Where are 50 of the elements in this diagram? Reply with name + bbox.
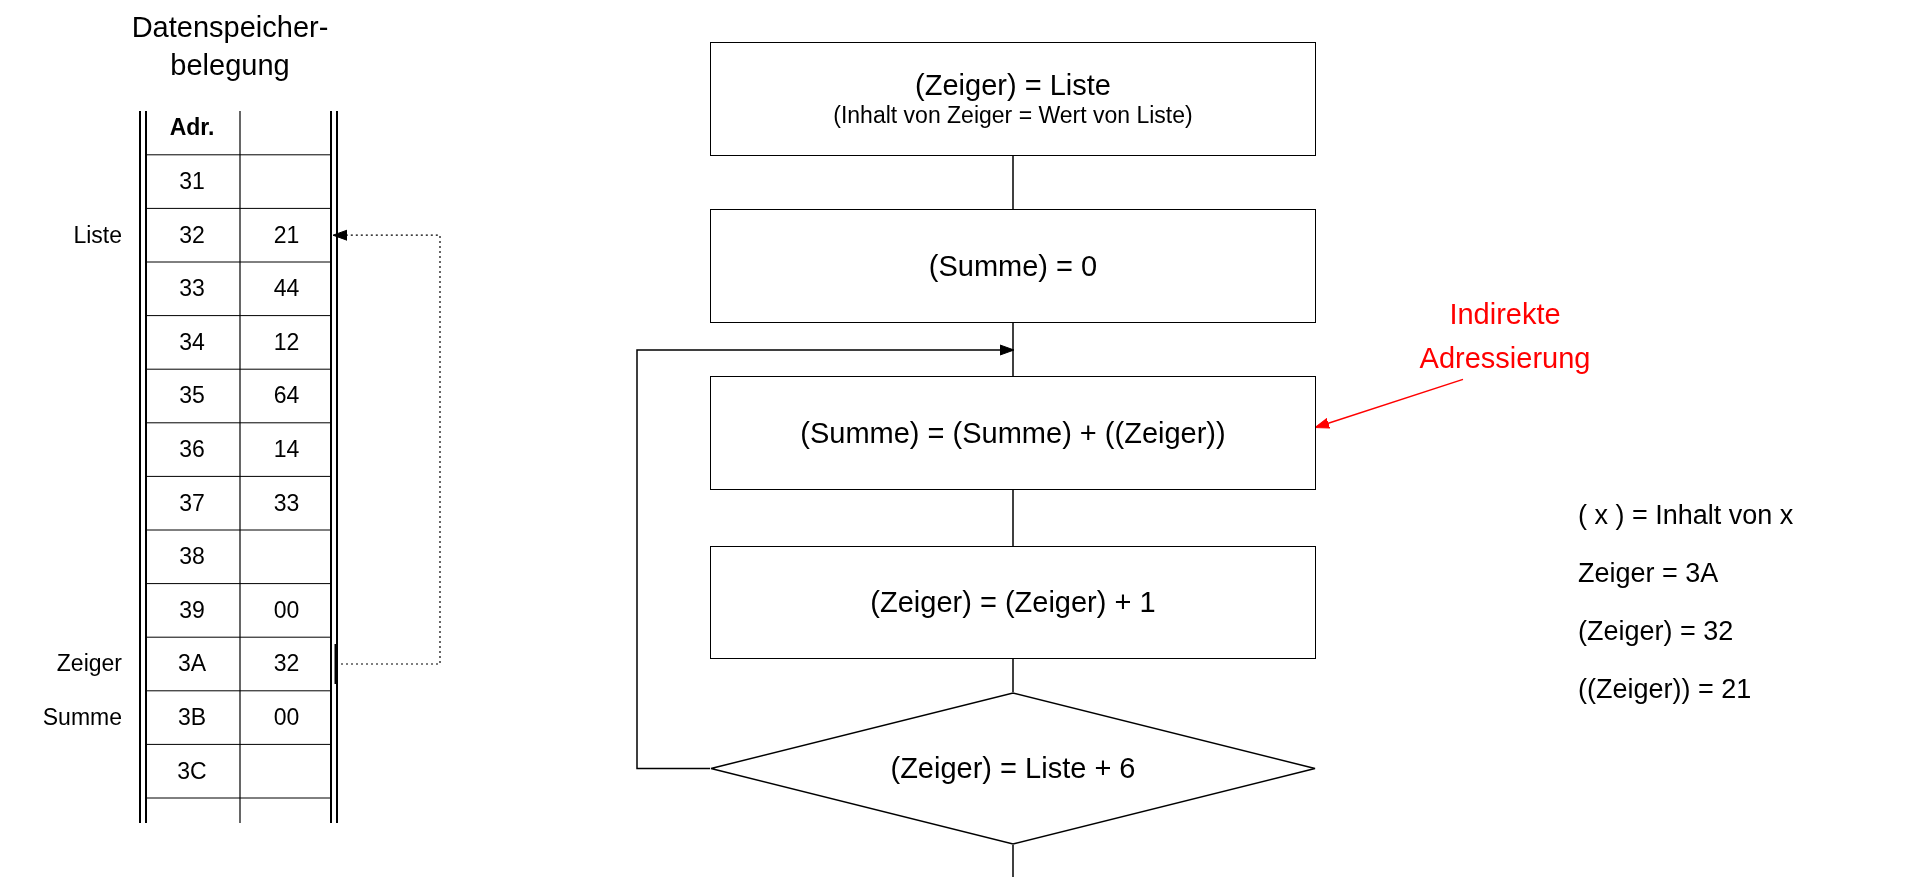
process-text: (Summe) = 0 <box>928 249 1098 283</box>
address-label: Summe <box>41 703 123 733</box>
connector-line <box>1012 489 1014 547</box>
table-title: Datenspeicher- belegung <box>130 10 330 83</box>
value-cell-text: 14 <box>272 435 301 465</box>
value-cell: 21 <box>240 208 333 262</box>
annotation-text: Indirekte Adressierung <box>1400 292 1610 384</box>
process-note: (Inhalt von Zeiger = Wert von Liste) <box>833 102 1193 129</box>
process-text: (Summe) = (Summe) + ((Zeiger)) <box>800 416 1226 450</box>
address-cell-text: 38 <box>178 542 206 572</box>
connector-line <box>1012 844 1014 877</box>
decision-diamond <box>710 692 1316 845</box>
connector-line <box>1012 322 1014 377</box>
value-cell-text: 12 <box>272 327 301 357</box>
arrow <box>636 344 1015 770</box>
connector-line <box>1012 155 1014 210</box>
address-cell-text: 32 <box>178 220 206 250</box>
value-cell-text: 00 <box>272 595 301 625</box>
leader-arrow <box>1314 378 1464 429</box>
value-cell-text: 00 <box>272 703 301 733</box>
process-text: (Zeiger) = (Zeiger) + 1 <box>870 586 1156 619</box>
address-cell-text: 34 <box>178 327 206 357</box>
process-box <box>710 209 1316 323</box>
process-box <box>710 376 1316 490</box>
arrow <box>332 229 441 686</box>
note-text: ((Zeiger)) = 21 <box>1578 674 1753 706</box>
connector-line <box>1012 658 1014 693</box>
value-cell-text: 44 <box>272 274 301 304</box>
address-cell-text: 3B <box>176 703 208 733</box>
note-text: ( x ) = Inhalt von x <box>1578 500 1795 532</box>
address-label: Zeiger <box>55 649 123 679</box>
value-cell-text: 33 <box>272 488 301 518</box>
address-cell-text: 39 <box>178 595 206 625</box>
address-cell-text: 36 <box>178 435 206 465</box>
address-cell-text: 35 <box>178 381 206 411</box>
address-cell-text: 3A <box>176 649 208 679</box>
address-cell-text: 31 <box>178 167 206 197</box>
address-cell-text: 33 <box>178 274 206 304</box>
process-box <box>710 42 1316 156</box>
address-label: Liste <box>72 220 123 250</box>
value-cell-text: 64 <box>272 381 301 411</box>
decision-text: (Zeiger) = Liste + 6 <box>890 752 1136 785</box>
address-cell-text: 3C <box>176 756 208 786</box>
column-header: Adr. <box>168 113 216 143</box>
process-box <box>710 546 1316 659</box>
value-cell: 32 <box>240 637 333 691</box>
note-text: (Zeiger) = 32 <box>1578 616 1735 648</box>
note-text: Zeiger = 3A <box>1578 558 1720 590</box>
process-text: (Zeiger) = Liste <box>915 69 1111 102</box>
address-cell-text: 37 <box>178 488 206 518</box>
